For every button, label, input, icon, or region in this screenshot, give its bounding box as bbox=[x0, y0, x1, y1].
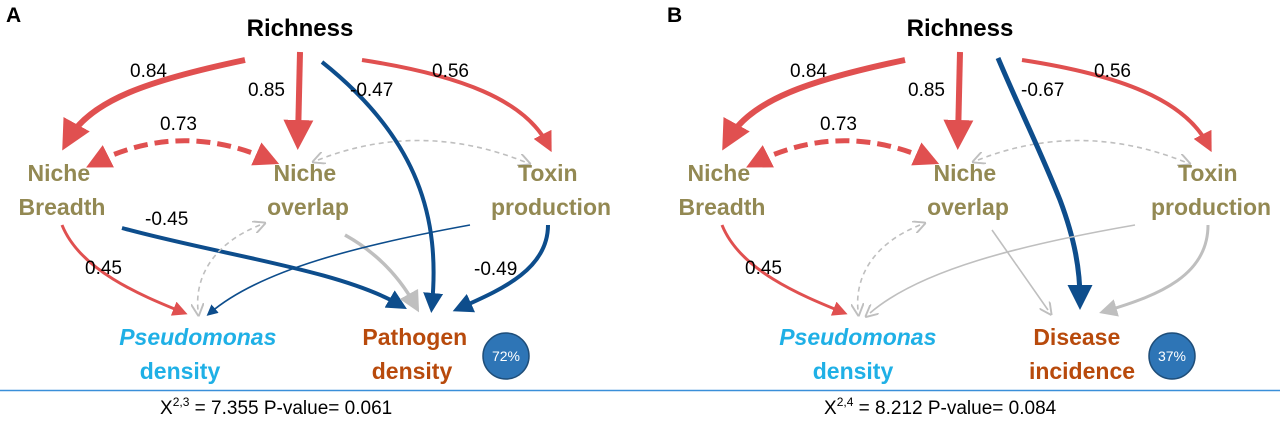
arrow-niche-breadth-to-pseudomonas bbox=[60, 224, 188, 316]
panel-a-pathogen-line2: density bbox=[372, 358, 453, 384]
panel-a-coef-rich-overlap: 0.85 bbox=[248, 80, 285, 101]
arrow-toxin-to-pseudomonas bbox=[206, 224, 471, 316]
panel-a-niche-breadth-line2: Breadth bbox=[19, 194, 106, 220]
panel-b-toxin-line1: Toxin bbox=[1178, 160, 1238, 186]
panel-b-niche-overlap-line2: overlap bbox=[927, 194, 1009, 220]
panel-a-niche-overlap-line1: Niche bbox=[273, 160, 336, 186]
panel-a-variance-text: 72% bbox=[492, 348, 520, 364]
panel-a-chi-value: = 7.355 P-value= 0.061 bbox=[189, 398, 392, 419]
panel-a-fit-statistics: X2,3 = 7.355 P-value= 0.061 bbox=[160, 395, 392, 419]
panel-a-richness-label: Richness bbox=[247, 15, 354, 42]
panel-b-coef-breadth-pseudomonas: 0.45 bbox=[745, 258, 782, 279]
panel-b-chi-df: 2,4 bbox=[837, 395, 854, 409]
panel-a-niche-breadth-label: Niche Breadth bbox=[19, 160, 106, 220]
arrow-b-richness-to-niche-overlap bbox=[943, 51, 974, 150]
arrow-b-niche-breadth-to-pseudomonas bbox=[720, 224, 848, 316]
panel-b-niche-breadth-line2: Breadth bbox=[679, 194, 766, 220]
panel-b-coef-rich-disease: -0.67 bbox=[1021, 80, 1064, 101]
panel-b-niche-overlap-label: Niche overlap bbox=[927, 160, 1009, 220]
panel-a-niche-breadth-line1: Niche bbox=[27, 160, 90, 186]
panel-b-letter: B bbox=[667, 4, 682, 27]
panel-b-arrows bbox=[720, 51, 1212, 317]
watermark-text: CSDN @猴子掰玉米 bbox=[1128, 398, 1274, 416]
panel-a-coef-breadth-overlap: 0.73 bbox=[160, 114, 197, 135]
panel-a-coef-rich-toxin: 0.56 bbox=[432, 61, 469, 82]
panel-a-pseudomonas-label: Pseudomonas density bbox=[119, 324, 283, 384]
arrow-richness-to-toxin bbox=[361, 58, 552, 153]
panel-a-toxin-line1: Toxin bbox=[518, 160, 578, 186]
arrow-b-niche-overlap-to-disease bbox=[991, 229, 1048, 310]
panel-b-coef-rich-breadth: 0.84 bbox=[790, 61, 827, 82]
panel-a-niche-overlap-line2: overlap bbox=[267, 194, 349, 220]
arrow-niche-overlap-to-pathogen bbox=[344, 233, 420, 313]
arrow-richness-to-pathogen bbox=[320, 60, 444, 313]
arrow-niche-breadth-to-pathogen bbox=[121, 226, 407, 310]
panel-b: B Richness Niche Breadth Niche overlap T… bbox=[667, 4, 1271, 419]
panel-a: A Richness Niche Breadth Niche overlap T… bbox=[6, 4, 611, 419]
panel-a-coef-breadth-pathogen: -0.45 bbox=[145, 209, 188, 230]
arrow-niche-breadth-niche-overlap bbox=[86, 138, 280, 168]
arrow-toxin-to-pathogen bbox=[452, 224, 550, 313]
panel-b-richness-label: Richness bbox=[907, 15, 1014, 42]
panel-b-toxin-label: Toxin production bbox=[1151, 160, 1271, 220]
panel-a-variance-badge: 72% bbox=[482, 332, 530, 380]
panel-b-chi-symbol: X bbox=[824, 398, 837, 419]
arrow-b-toxin-to-disease bbox=[1099, 224, 1210, 317]
panel-b-pseudomonas-line1: Pseudomonas bbox=[779, 324, 936, 350]
panel-b-toxin-line2: production bbox=[1151, 194, 1271, 220]
panel-a-niche-overlap-label: Niche overlap bbox=[267, 160, 349, 220]
arrow-niche-overlap-toxin bbox=[318, 139, 525, 162]
panel-b-coef-breadth-overlap: 0.73 bbox=[820, 114, 857, 135]
panel-b-disease-line1: Disease bbox=[1033, 324, 1120, 350]
panel-a-pathogen-label: Pathogen density bbox=[362, 324, 473, 384]
panel-a-coef-rich-pathogen: -0.47 bbox=[350, 80, 393, 101]
panel-a-arrows bbox=[60, 51, 552, 316]
panel-a-chi-df: 2,3 bbox=[173, 395, 190, 409]
panel-b-niche-breadth-label: Niche Breadth bbox=[679, 160, 766, 220]
panel-a-chi-symbol: X bbox=[160, 398, 173, 419]
panel-b-pseudomonas-label: Pseudomonas density bbox=[779, 324, 943, 384]
panel-a-toxin-label: Toxin production bbox=[491, 160, 611, 220]
panel-a-pseudomonas-line2: density bbox=[140, 358, 221, 384]
arrow-b-niche-breadth-niche-overlap bbox=[746, 138, 940, 168]
panel-b-coef-rich-overlap: 0.85 bbox=[908, 80, 945, 101]
panel-a-coef-rich-breadth: 0.84 bbox=[130, 61, 167, 82]
panel-a-coef-toxin-pathogen: -0.49 bbox=[474, 259, 517, 280]
panel-b-pseudomonas-line2: density bbox=[813, 358, 894, 384]
panel-a-letter: A bbox=[6, 4, 21, 27]
panel-a-pseudomonas-line1: Pseudomonas bbox=[119, 324, 276, 350]
panel-b-variance-text: 37% bbox=[1158, 348, 1186, 364]
arrow-b-richness-to-disease bbox=[995, 57, 1093, 310]
arrow-b-richness-to-niche-breadth bbox=[722, 57, 906, 151]
panel-a-coef-breadth-pseudomonas: 0.45 bbox=[85, 258, 122, 279]
panel-a-pathogen-line1: Pathogen bbox=[362, 324, 467, 350]
panel-b-niche-overlap-line1: Niche bbox=[933, 160, 996, 186]
panel-b-disease-label: Disease incidence bbox=[1029, 324, 1135, 384]
arrow-b-richness-to-toxin bbox=[1021, 58, 1212, 153]
arrow-b-niche-overlap-to-pseudomonas bbox=[858, 225, 920, 310]
arrow-b-niche-overlap-toxin bbox=[978, 139, 1185, 162]
arrow-b-toxin-to-pseudomonas bbox=[870, 224, 1136, 313]
panel-b-niche-breadth-line1: Niche bbox=[687, 160, 750, 186]
panel-b-disease-line2: incidence bbox=[1029, 358, 1135, 384]
arrow-richness-to-niche-breadth bbox=[62, 57, 246, 151]
panel-b-chi-value: = 8.212 P-value= 0.084 bbox=[853, 398, 1056, 419]
arrow-niche-overlap-to-pseudomonas bbox=[198, 225, 260, 310]
arrow-richness-to-niche-overlap bbox=[283, 51, 314, 150]
panel-a-toxin-line2: production bbox=[491, 194, 611, 220]
panel-b-variance-badge: 37% bbox=[1148, 332, 1196, 380]
panel-b-coef-rich-toxin: 0.56 bbox=[1094, 61, 1131, 82]
panel-b-fit-statistics: X2,4 = 8.212 P-value= 0.084 bbox=[824, 395, 1057, 419]
